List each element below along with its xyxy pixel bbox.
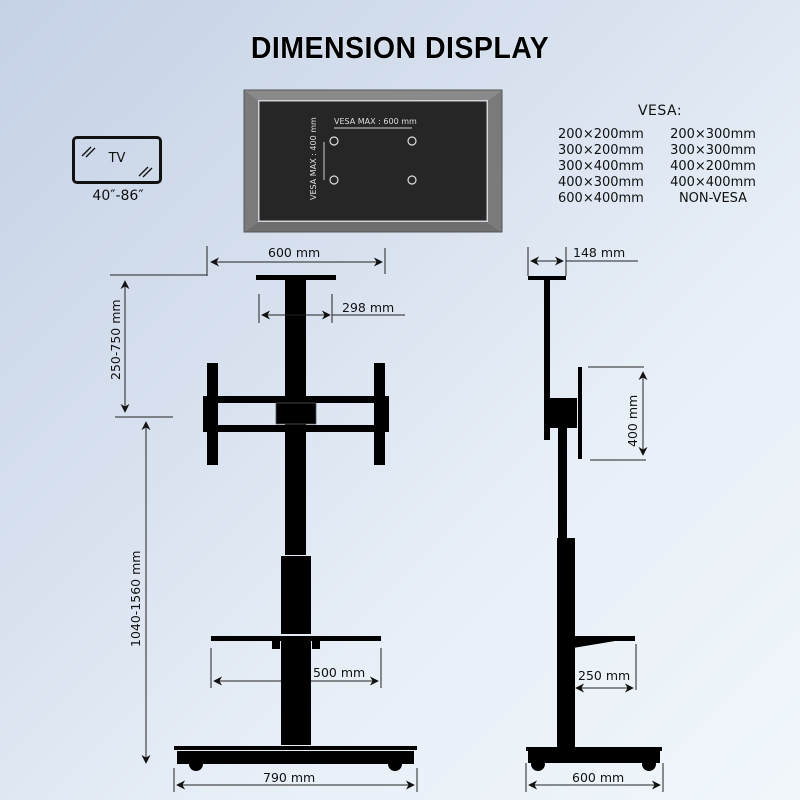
shelf-width-label: 500 mm bbox=[313, 665, 365, 680]
vesa-pattern: 200×200mm bbox=[558, 127, 644, 142]
bracket-height-label: 400 mm bbox=[625, 395, 640, 447]
vesa-title: VESA: bbox=[637, 103, 683, 119]
vesa-pattern: NON-VESA bbox=[678, 191, 748, 206]
vesa-height-label: VESA MAX : 400 mm bbox=[309, 117, 318, 200]
vesa-pattern: 400×300mm bbox=[558, 175, 644, 190]
vesa-pattern-list: 200×200mm 200×300mm 300×200mm 300×300mm … bbox=[558, 127, 763, 207]
vesa-pattern: 300×200mm bbox=[558, 143, 644, 158]
top-width-label: 600 mm bbox=[268, 245, 320, 260]
front-view-stand bbox=[174, 275, 417, 771]
vesa-holes bbox=[329, 136, 417, 185]
front-view-dimensions bbox=[110, 246, 418, 792]
mount-height-label: 250-750 mm bbox=[108, 299, 123, 380]
base-depth-label: 600 mm bbox=[572, 770, 624, 785]
vesa-pattern: 300×300mm bbox=[670, 143, 756, 158]
side-view-stand bbox=[526, 276, 662, 771]
tv-icon: TV bbox=[72, 136, 162, 184]
top-depth-label: 148 mm bbox=[573, 245, 625, 260]
glare-marks-icon bbox=[81, 146, 153, 178]
vesa-pattern: 400×200mm bbox=[670, 159, 756, 174]
tv-label: TV bbox=[108, 151, 126, 166]
page-title: DIMENSION DISPLAY bbox=[250, 30, 550, 65]
vesa-pattern: 200×300mm bbox=[670, 127, 756, 142]
side-view-dimensions bbox=[525, 247, 664, 792]
tv-panel: VESA MAX : 600 mm VESA MAX : 400 mm bbox=[243, 89, 503, 233]
shelf-depth-label: 250 mm bbox=[578, 668, 630, 683]
column-width-label: 298 mm bbox=[342, 300, 394, 315]
base-width-label: 790 mm bbox=[263, 770, 315, 785]
vesa-width-label: VESA MAX : 600 mm bbox=[334, 117, 417, 126]
vesa-pattern: 400×400mm bbox=[670, 175, 756, 190]
vesa-pattern: 600×400mm bbox=[558, 191, 644, 206]
tv-size-range: 40″-86″ bbox=[92, 188, 144, 204]
total-height-label: 1040-1560 mm bbox=[128, 551, 143, 647]
vesa-pattern: 300×400mm bbox=[558, 159, 644, 174]
